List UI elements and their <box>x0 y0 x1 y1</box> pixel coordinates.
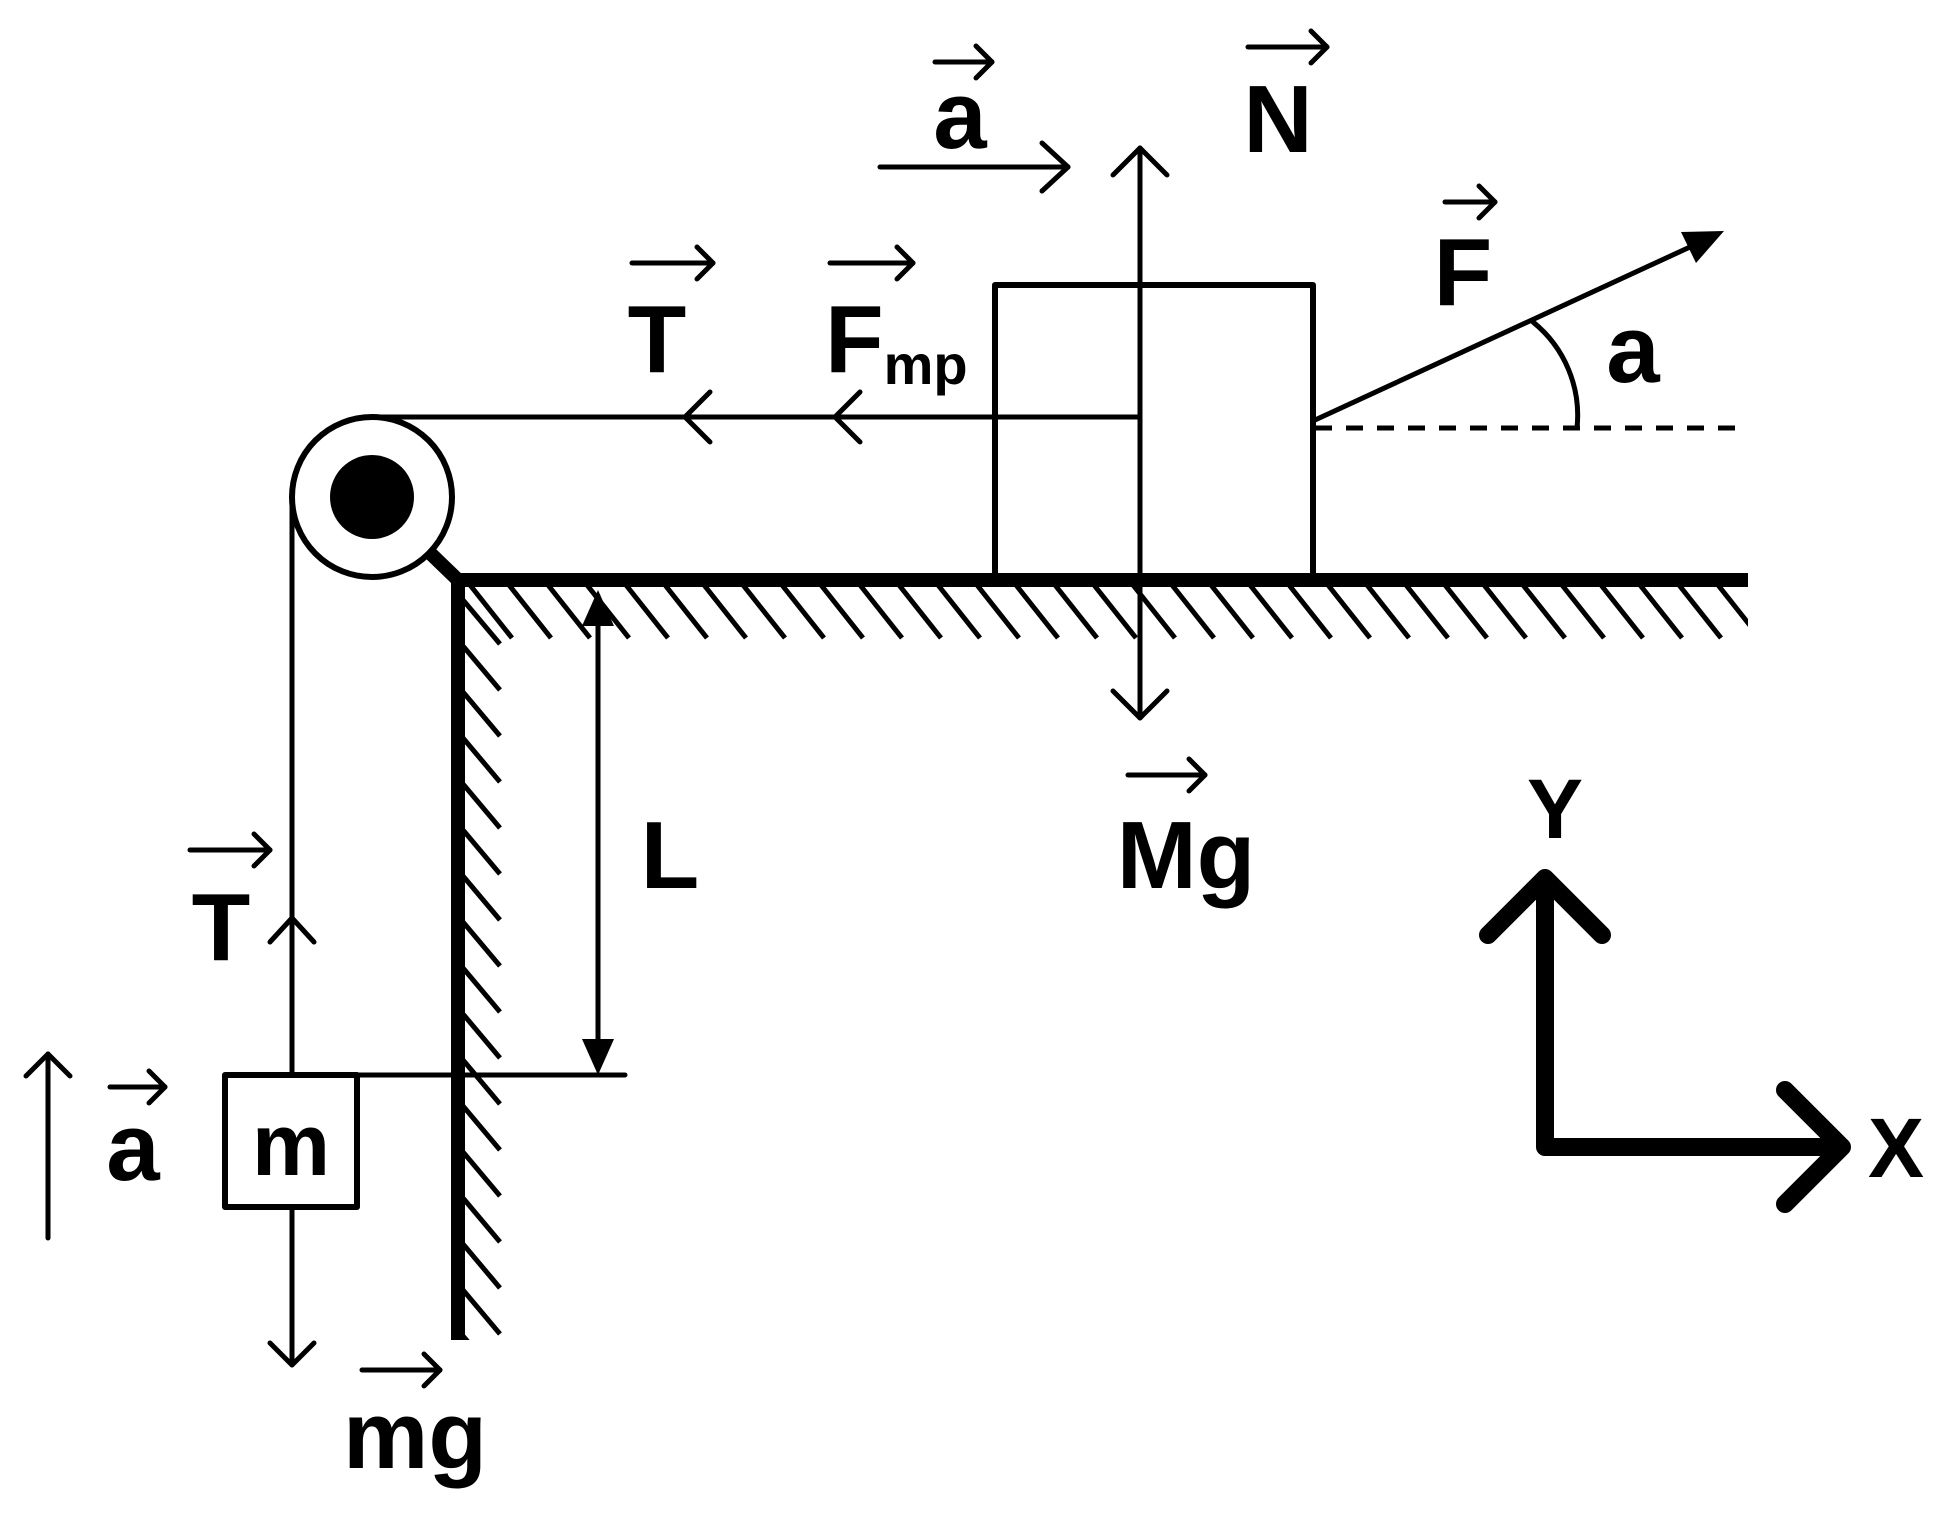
wall-hatch-line <box>465 920 502 968</box>
ground-hatch-line <box>780 585 826 640</box>
ground-hatch-line <box>663 585 709 640</box>
block-M <box>992 282 1316 580</box>
wall-hatch-line <box>465 1242 502 1290</box>
angle-arc <box>1530 319 1581 431</box>
ground-hatch-line <box>1443 585 1489 640</box>
ground-hatch-line <box>1287 585 1333 640</box>
label-F-mp: Fmp <box>825 286 968 396</box>
dimension-L <box>354 590 628 1078</box>
ground-hatch-line <box>741 585 787 640</box>
vector-arrow-mg <box>359 1351 443 1389</box>
ground-hatch-line <box>858 585 904 640</box>
ground-hatch-line <box>1638 585 1684 640</box>
wall-hatch-line <box>465 1012 502 1060</box>
label-N: N <box>1243 66 1312 173</box>
vector-arrow-T-top <box>629 244 716 282</box>
tension-m-arrowhead <box>267 915 317 945</box>
ground-hatch-line <box>1053 585 1099 640</box>
ground-hatch-line <box>975 585 1021 640</box>
ground-hatch-line <box>1599 585 1645 640</box>
label-mg: mg <box>343 1382 487 1489</box>
friction-arrowhead <box>832 389 863 445</box>
ground-hatch-line <box>1365 585 1411 640</box>
ground-hatch-line <box>507 585 553 640</box>
ground-hatch-line <box>1092 585 1138 640</box>
wall-hatch-line <box>465 1058 502 1106</box>
label-F-mp-sub: mp <box>884 333 968 396</box>
ground-hatch-line <box>1560 585 1606 640</box>
wall-hatch-line <box>465 690 502 738</box>
vector-arrow-a-left <box>107 1068 168 1106</box>
label-F-mp-main: F <box>825 286 884 393</box>
ground-hatch-line <box>1170 585 1216 640</box>
vector-arrow-N <box>1245 28 1330 66</box>
wall-hatch-line <box>465 874 502 922</box>
ground-hatch-line <box>819 585 865 640</box>
ground-hatch-line <box>1326 585 1372 640</box>
ground-hatch-line <box>624 585 670 640</box>
label-a-top: a <box>933 62 987 169</box>
ground-hatch-line <box>1716 585 1748 627</box>
coordinate-axes <box>1479 869 1851 1213</box>
vector-arrow-F <box>1442 183 1498 221</box>
wall-hatch-line <box>465 1288 502 1336</box>
label-angle: a <box>1606 296 1660 403</box>
wall-hatch-line <box>465 1334 470 1340</box>
wall-hatch-line <box>465 1196 502 1244</box>
wall-hatch-line <box>465 782 502 830</box>
normal-force-arrow <box>1110 145 1170 583</box>
ground-hatch-line <box>1248 585 1294 640</box>
wall-hatch-line <box>465 598 502 646</box>
ground-surface <box>458 573 1799 640</box>
ground-hatch-line <box>1014 585 1060 640</box>
vector-arrow-a-top <box>932 43 995 81</box>
label-a-left: a <box>106 1094 160 1201</box>
axis-x-label: X <box>1868 1101 1924 1195</box>
applied-force-arrow <box>1313 231 1724 423</box>
wall-hatch-line <box>465 1104 502 1152</box>
ground-hatch-line <box>1677 585 1723 640</box>
ground-hatch-line <box>585 585 631 640</box>
ground-hatch-line <box>897 585 943 640</box>
tension-arrowhead <box>682 389 713 445</box>
label-F: F <box>1434 219 1493 326</box>
pulley <box>289 414 463 586</box>
ground-hatch-line <box>1521 585 1567 640</box>
ground-hatch-line <box>1404 585 1450 640</box>
ground-hatch-line <box>1209 585 1255 640</box>
ground-hatch-line <box>546 585 592 640</box>
block-m-label: m <box>252 1095 330 1194</box>
ground-hatch-line <box>936 585 982 640</box>
label-T-left: T <box>192 874 251 981</box>
acceleration-M-arrow <box>877 140 1071 194</box>
vector-arrow-Mg <box>1125 756 1208 794</box>
ground-hatch-line <box>1757 585 1799 638</box>
axis-y-label: Y <box>1527 762 1583 856</box>
ground-hatch-line <box>1482 585 1528 640</box>
ground-hatch-line <box>468 585 514 640</box>
string <box>289 414 1143 1078</box>
wall-hatch-line <box>465 736 502 784</box>
vector-arrow-T-left <box>187 831 273 869</box>
wall-hatch-line <box>465 828 502 876</box>
label-L: L <box>641 802 700 909</box>
wall-hatch-line <box>465 644 502 692</box>
label-T-top: T <box>628 286 687 393</box>
wall-hatch-line <box>465 1150 502 1198</box>
wall-hatch-line <box>465 966 502 1014</box>
weight-Mg-arrow <box>1110 577 1170 721</box>
label-Mg: Mg <box>1117 802 1256 909</box>
ground-hatch-line <box>702 585 748 640</box>
weight-mg-arrow <box>267 1204 317 1368</box>
acceleration-m-arrow <box>23 1051 73 1241</box>
vertical-wall <box>451 578 502 1340</box>
vector-arrow-F-mp <box>827 244 916 282</box>
